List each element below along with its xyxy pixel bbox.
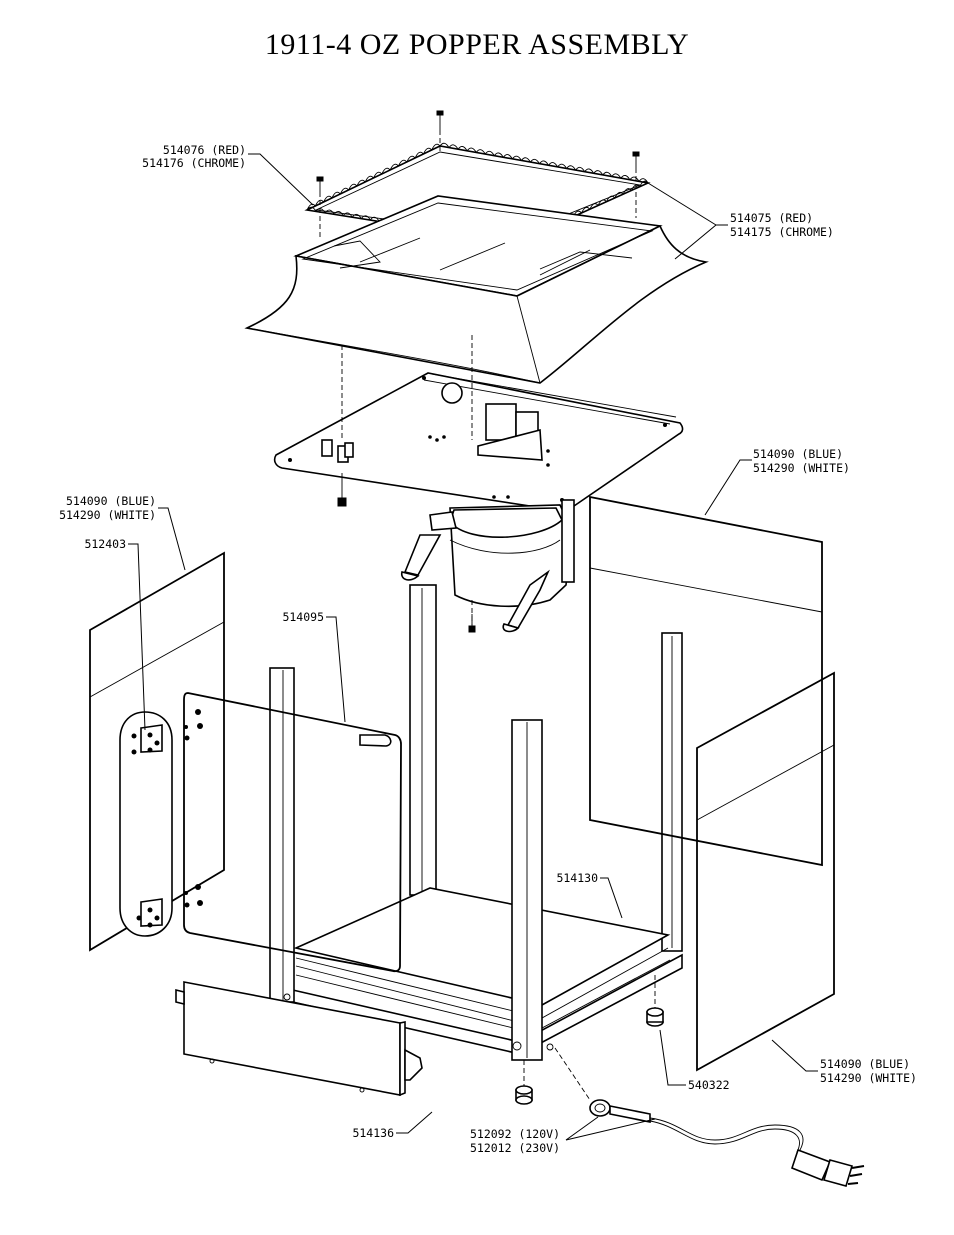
power-cord: [555, 1048, 864, 1186]
label-cord-120v: 512092 (120V): [470, 1127, 560, 1141]
label-foot: 540322: [688, 1078, 730, 1092]
label-right-rear-panel-white: 514290 (WHITE): [753, 461, 850, 475]
label-dome-trim-chrome: 514176 (CHROME): [142, 156, 246, 170]
right-rear-panel: [590, 497, 822, 865]
label-deck: 514130: [556, 871, 598, 885]
right-front-panel: [697, 673, 834, 1070]
label-door: 514095: [282, 610, 324, 624]
left-side-panel: [90, 553, 224, 950]
cabinet-frame: [270, 585, 682, 1060]
label-right-front-panel-blue: 514090 (BLUE): [820, 1057, 910, 1071]
label-dome-red: 514075 (RED): [730, 211, 813, 225]
label-dome-chrome: 514175 (CHROME): [730, 225, 834, 239]
label-right-rear-panel-blue: 514090 (BLUE): [753, 447, 843, 461]
label-right-front-panel-white: 514290 (WHITE): [820, 1071, 917, 1085]
label-hinge: 512403: [84, 537, 126, 551]
label-left-panel-blue: 514090 (BLUE): [66, 494, 156, 508]
label-cord-230v: 512012 (230V): [470, 1141, 560, 1155]
label-dome-trim-red: 514076 (RED): [163, 143, 246, 157]
label-left-panel-white: 514290 (WHITE): [59, 508, 156, 522]
dome: [247, 196, 706, 383]
label-control-box: 514136: [352, 1126, 394, 1140]
